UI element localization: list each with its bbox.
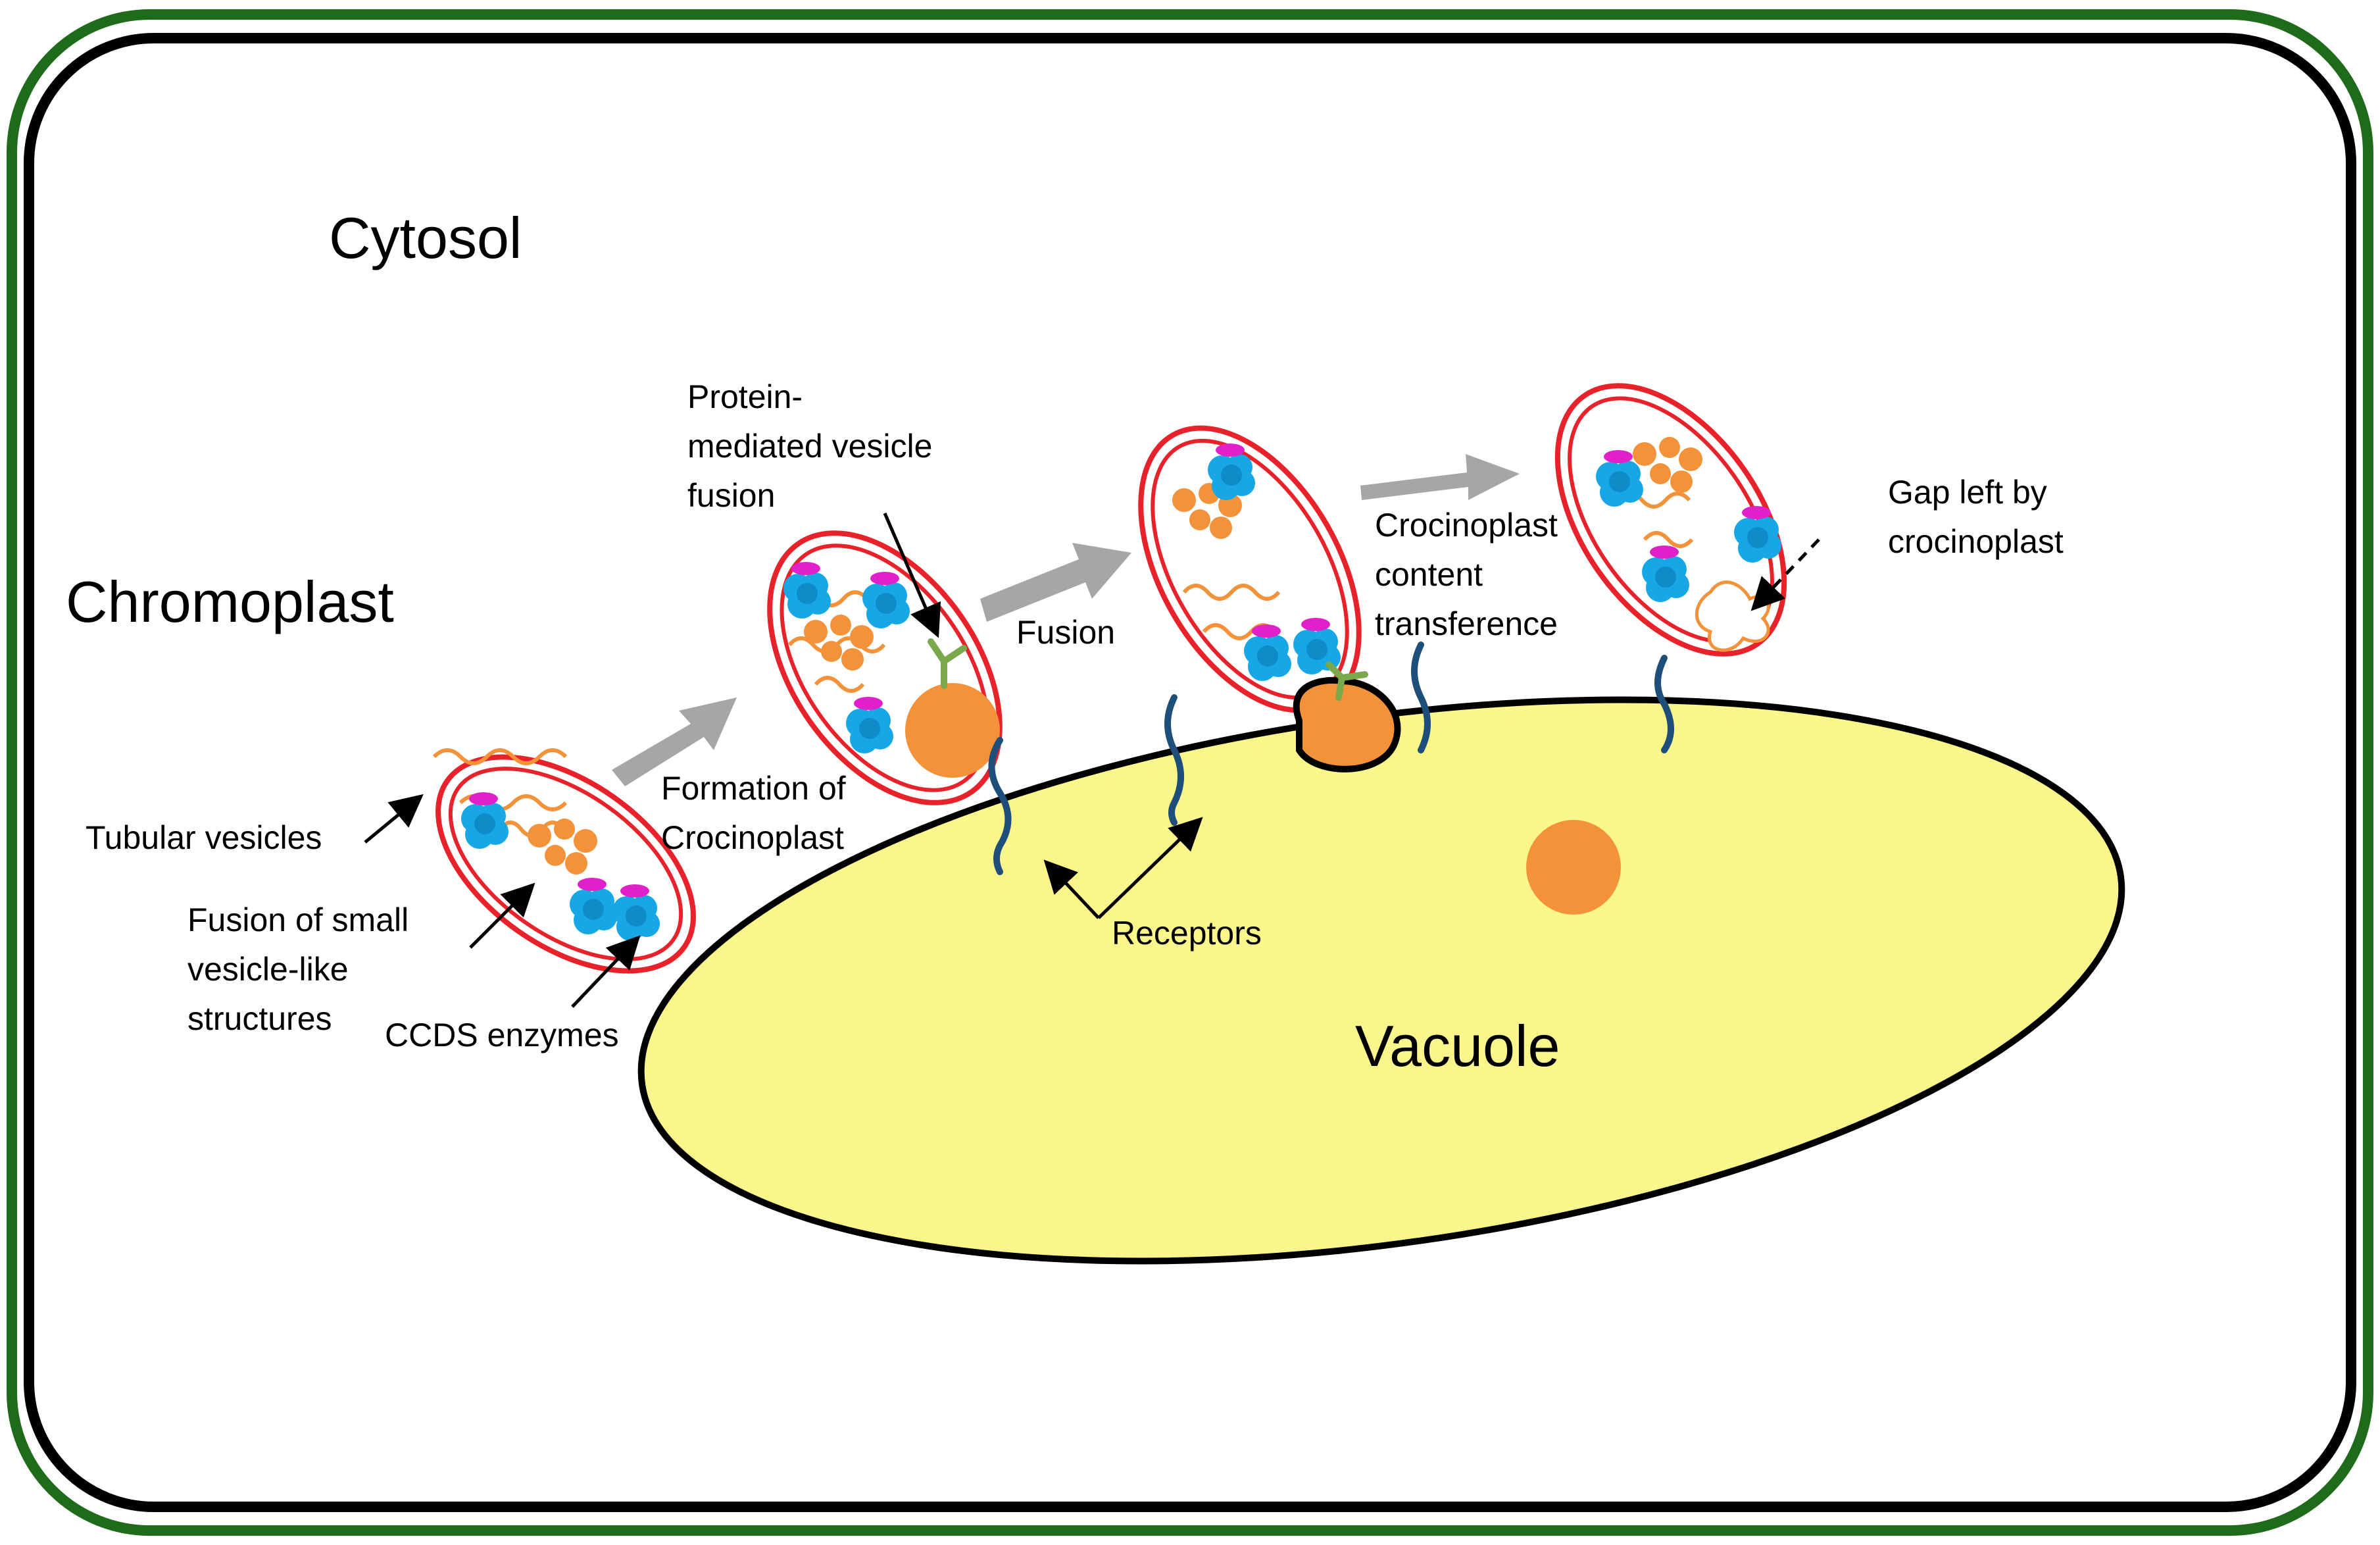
label-formation-1: Formation of (661, 770, 846, 807)
label-cytosol: Cytosol (329, 205, 522, 270)
arrow-gap (1750, 538, 1820, 611)
label-fusion: Fusion (1016, 614, 1115, 651)
label-receptors: Receptors (1112, 915, 1262, 951)
label-gap-2: crocinoplast (1888, 523, 2064, 560)
receptor-3 (1411, 642, 1431, 753)
label-fusion-small-1: Fusion of small (187, 901, 409, 938)
label-tubular-vesicles: Tubular vesicles (86, 819, 322, 856)
label-transference-3: transference (1375, 605, 1558, 642)
label-transference-1: Crocinoplast (1375, 507, 1558, 544)
vacuole-bulge (1293, 676, 1401, 772)
vacuole-orange-droplet (1526, 820, 1621, 915)
vesicle-stage-2 (767, 530, 1003, 805)
cell-membrane-border (24, 33, 2356, 1512)
arrow-receptor-1 (1043, 859, 1100, 919)
arrow-protein-mediated (883, 513, 941, 638)
receptor-1 (988, 737, 1012, 875)
label-formation-2: Crocinoplast (661, 819, 844, 856)
label-transference-2: content (1375, 556, 1483, 593)
receptor-2 (1164, 694, 1184, 826)
progression-arrow-1 (612, 697, 737, 786)
arrow-tubular-vesicles (364, 794, 424, 844)
label-protein-mediated-3: fusion (687, 477, 775, 514)
label-protein-mediated-2: mediated vesicle (687, 428, 932, 465)
vesicle-stage-3 (1138, 425, 1401, 772)
label-vacuole: Vacuole (1355, 1013, 1560, 1078)
vesicle-stage-1 (432, 748, 696, 974)
crocinoplast-gap (1695, 580, 1770, 652)
crocinoplast-forming (905, 683, 1000, 778)
label-fusion-small-3: structures (187, 1000, 332, 1037)
receptor-4 (1654, 655, 1674, 753)
label-gap-1: Gap left by (1888, 474, 2047, 511)
cell-wall-border (7, 9, 2373, 1536)
fusion-protein (928, 638, 967, 689)
label-chromoplast: Chromoplast (66, 569, 394, 634)
label-ccds-enzymes: CCDS enzymes (385, 1017, 619, 1053)
arrow-receptor-2 (1097, 817, 1203, 919)
progression-arrow-3 (1360, 454, 1520, 500)
fusion-protein-2 (1326, 661, 1368, 701)
arrow-fusion-small (469, 882, 535, 949)
label-fusion-small-2: vesicle-like (187, 951, 349, 988)
progression-arrow-2 (980, 543, 1131, 622)
arrow-ccds-enzymes (571, 935, 641, 1008)
label-protein-mediated-1: Protein- (687, 378, 803, 415)
vesicle-stage-4 (1554, 383, 1787, 657)
